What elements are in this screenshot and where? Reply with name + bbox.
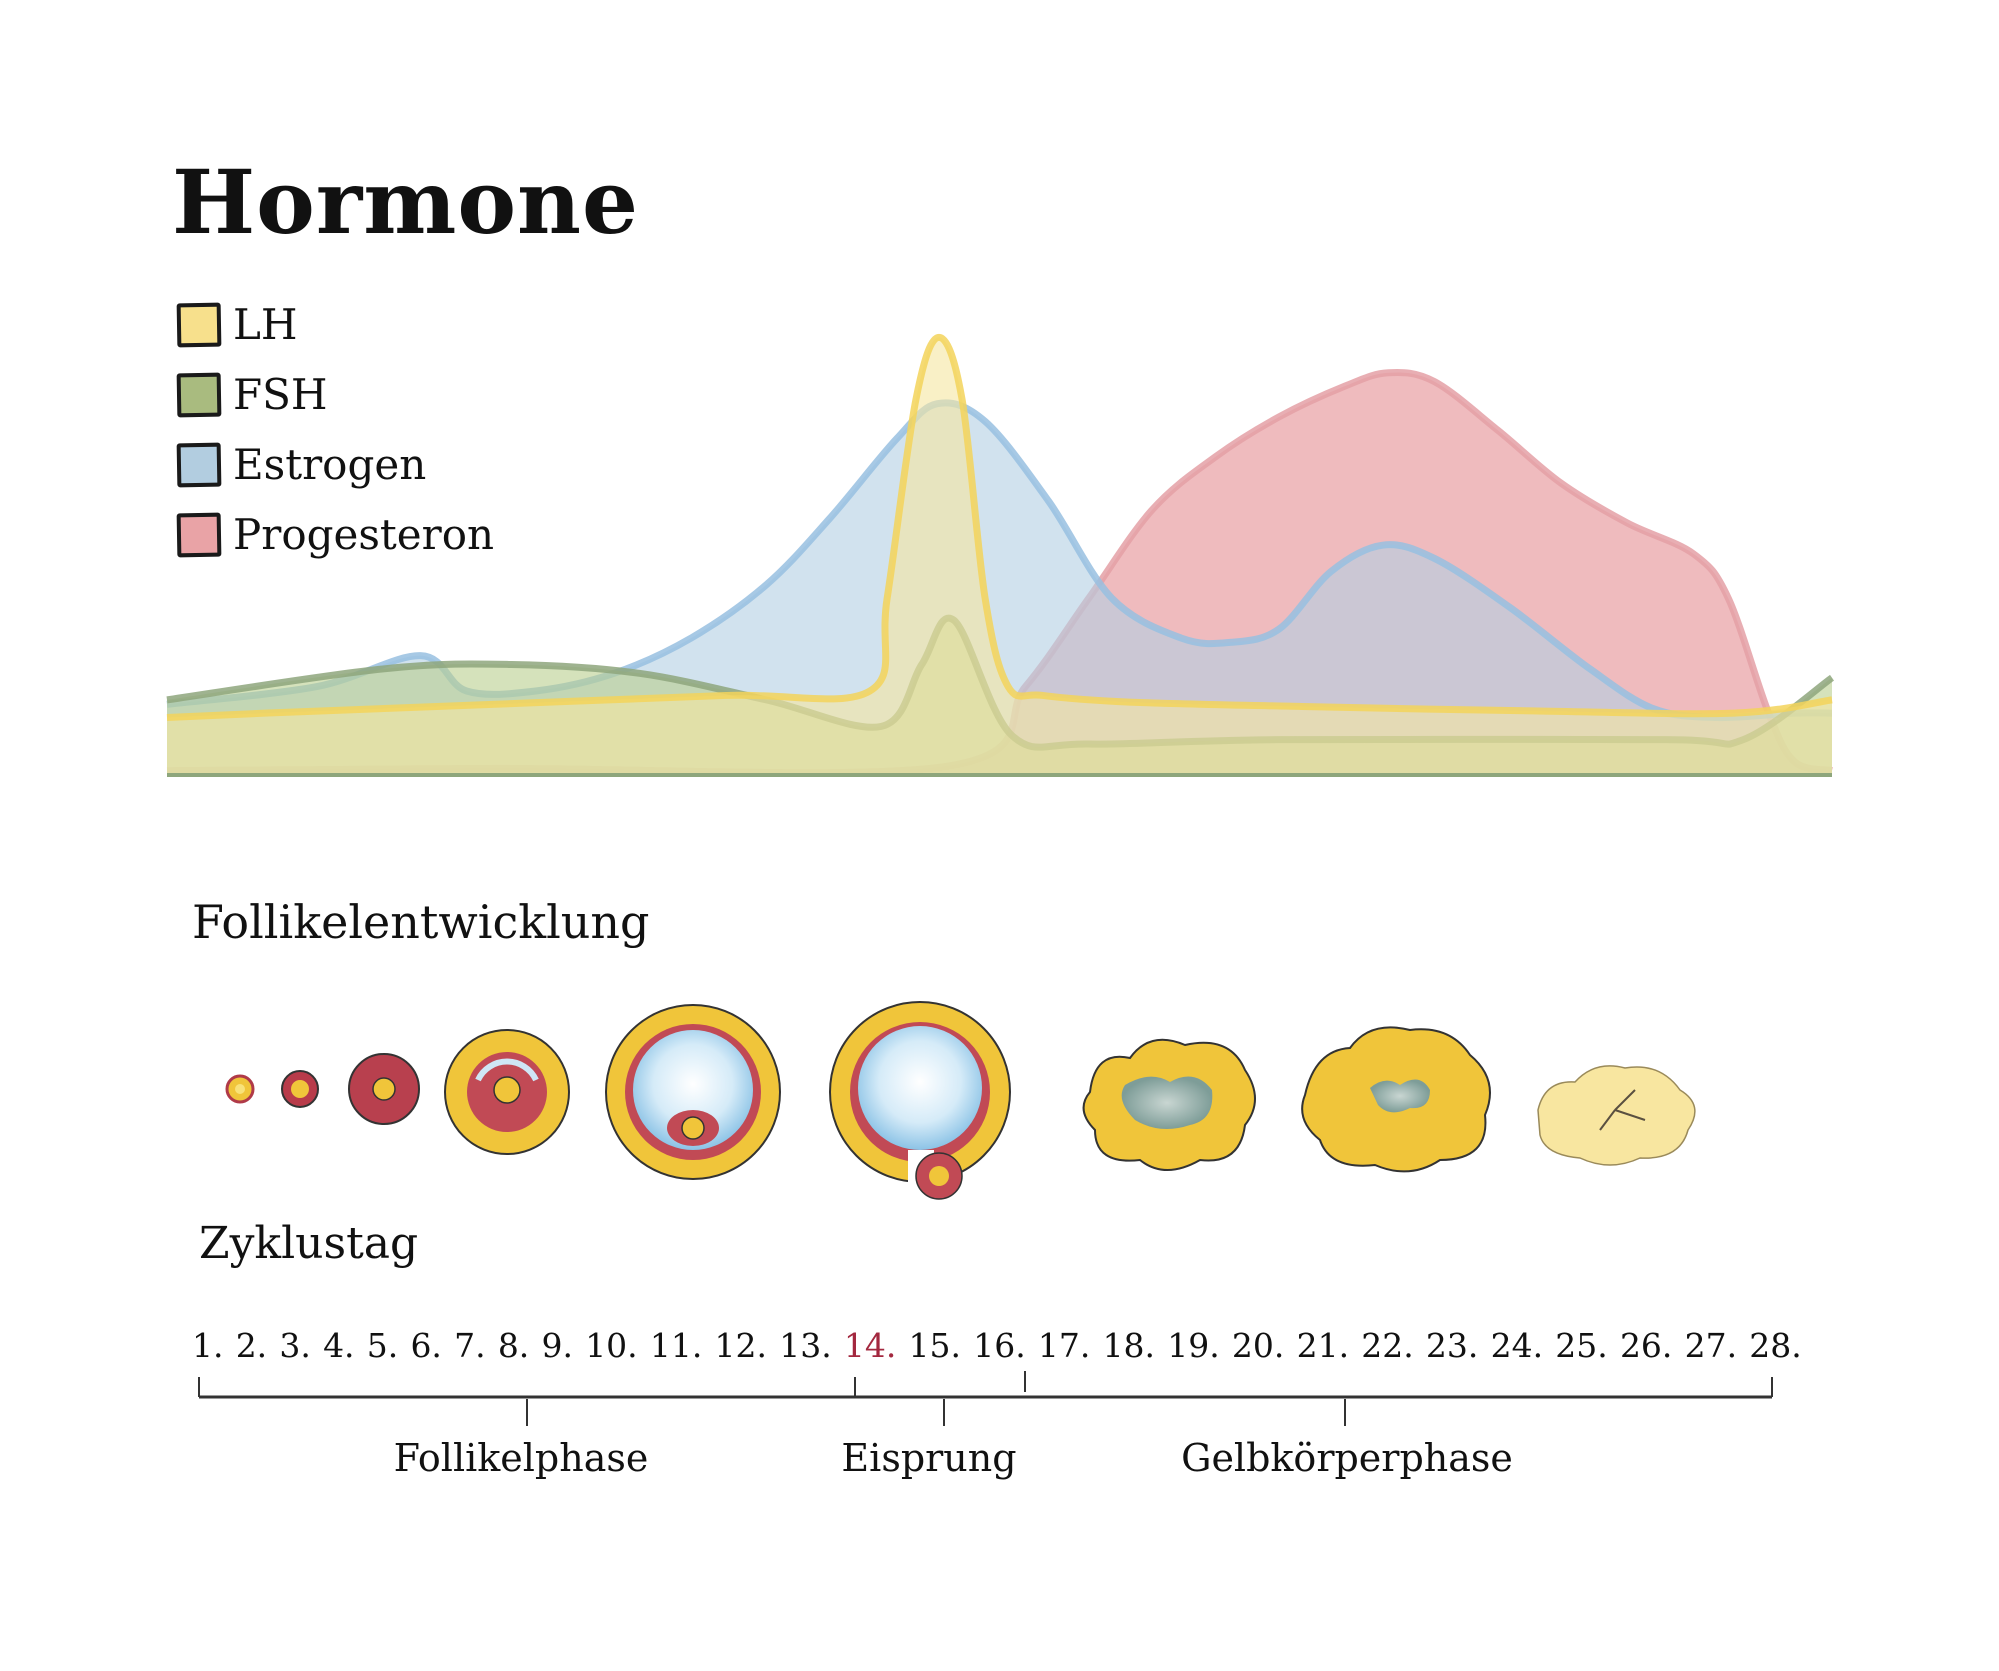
cycle-day-label: 20. [1231, 1326, 1285, 1365]
cycle-day-label: 25. [1555, 1326, 1608, 1365]
cycle-day-label: 5. [366, 1326, 399, 1365]
cycle-day-label: 28. [1749, 1326, 1802, 1365]
cycle-day-label: 11. [649, 1326, 703, 1365]
follicle-stage-3 [348, 1053, 420, 1125]
cycle-day-labels: 1. 2. 3. 4. 5. 6. 7. 8. 9. 10. 11. 12. 13. 14. 15. 16. 1… [192, 1326, 1802, 1365]
cycle-day-label: 22. [1361, 1326, 1414, 1365]
follicle-stage-2 [281, 1070, 319, 1108]
cycle-day-label: 17. [1037, 1326, 1091, 1365]
legend-item-lh: LH [176, 300, 298, 349]
legend-label: Estrogen [233, 440, 427, 489]
legend-item-progesteron: Progesteron [176, 510, 495, 559]
cycle-day-label: 18. [1102, 1326, 1156, 1365]
series-area-estrogen [167, 402, 1832, 775]
cycle-day-label: 8. [497, 1326, 530, 1365]
cycle-day-label: 26. [1619, 1326, 1673, 1365]
cycle-day-label: 9. [541, 1326, 574, 1365]
phase-label-gelbkoerperphase: Gelbkörperphase [1181, 1436, 1513, 1480]
cycle-day-label: 13. [779, 1326, 832, 1365]
cycle-day-label: 24. [1490, 1326, 1544, 1365]
cycle-day-label: 1. [192, 1326, 224, 1365]
cycle-day-label: 14. [843, 1326, 897, 1365]
follicle-stage-5 [605, 1004, 781, 1180]
follicle-section-title: Follikelentwicklung [192, 895, 650, 949]
cycle-day-label: 7. [454, 1326, 486, 1365]
legend-label: FSH [233, 370, 328, 419]
cycle-day-label: 23. [1425, 1326, 1479, 1365]
cycle-day-label: 4. [323, 1326, 355, 1365]
cycle-day-label: 2. [235, 1326, 268, 1365]
follicle-stage-4 [444, 1029, 570, 1155]
phase-label-follikelphase: Follikelphase [393, 1436, 649, 1480]
follicle-stage-6-ovulation [829, 1001, 1011, 1200]
hormone-chart [166, 333, 1835, 777]
cycle-day-label: 15. [908, 1326, 962, 1365]
corpus-luteum-early [1082, 1038, 1256, 1171]
cycle-day-label: 21. [1296, 1326, 1350, 1365]
corpus-albicans [1537, 1065, 1696, 1166]
page-title: Hormone [172, 150, 639, 254]
cycle-day-label: 16. [973, 1326, 1026, 1365]
series-area-lh [167, 337, 1832, 775]
cycle-day-label: 3. [279, 1326, 311, 1365]
cycle-day-label: 12. [714, 1326, 768, 1365]
legend-label: Progesteron [233, 510, 495, 559]
cycle-day-label: 19. [1167, 1326, 1220, 1365]
phase-label-eisprung: Eisprung [841, 1436, 1017, 1480]
cycle-day-title: Zyklustag [199, 1218, 419, 1269]
corpus-luteum-mature [1301, 1026, 1491, 1173]
legend-item-fsh: FSH [176, 370, 328, 419]
legend-item-estrogen: Estrogen [176, 440, 427, 489]
follicle-stage-1 [225, 1074, 255, 1104]
cycle-day-label: 27. [1684, 1326, 1738, 1365]
series-line-lh [166, 333, 1833, 722]
legend-label: LH [233, 300, 298, 349]
cycle-day-label: 10. [585, 1326, 638, 1365]
cycle-day-label: 6. [410, 1326, 442, 1365]
